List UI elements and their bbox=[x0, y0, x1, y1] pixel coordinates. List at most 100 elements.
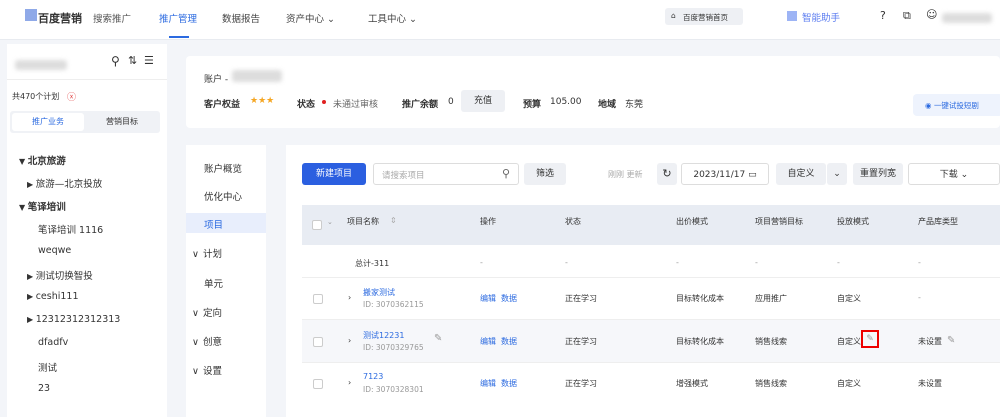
caret-down-icon: ▼ bbox=[19, 157, 28, 166]
home-icon: ⌂ bbox=[671, 11, 676, 20]
link-icon[interactable]: ⧉ bbox=[903, 9, 911, 22]
row-checkbox[interactable] bbox=[313, 337, 323, 347]
nav-assets[interactable]: 资产中心 ⌄ bbox=[286, 14, 335, 25]
nav-reports[interactable]: 数据报告 bbox=[222, 14, 261, 25]
nav-promotion[interactable]: 推广管理 bbox=[159, 14, 198, 25]
recharge-button[interactable]: 充值 bbox=[461, 90, 505, 112]
data-link[interactable]: 数据 bbox=[501, 379, 517, 388]
column-header[interactable]: 投放模式 bbox=[837, 217, 869, 226]
rights-label: 客户权益 bbox=[204, 100, 241, 110]
tree-item[interactable]: ▶ 12312312312313 bbox=[27, 314, 121, 325]
select-all-checkbox[interactable] bbox=[312, 220, 322, 230]
subnav-item[interactable]: ∨计划 bbox=[192, 249, 222, 260]
expand-icon[interactable]: › bbox=[348, 293, 352, 302]
column-header[interactable]: 状态 bbox=[565, 217, 581, 226]
edit-link[interactable]: 编辑 bbox=[480, 337, 496, 346]
download-button[interactable]: 下载 ⌄ bbox=[908, 163, 1000, 185]
tree-item[interactable]: ▼ 北京旅游 bbox=[19, 156, 66, 167]
data-link[interactable]: 数据 bbox=[501, 337, 517, 346]
date-picker[interactable]: 2023/11/17 ▭ bbox=[681, 163, 769, 185]
row-checkbox[interactable] bbox=[313, 294, 323, 304]
caret-right-icon: ▶ bbox=[27, 315, 36, 324]
edit-mode-icon[interactable]: ✎ bbox=[861, 330, 879, 348]
total-cell: 总计-311 bbox=[355, 259, 390, 268]
data-link[interactable]: 数据 bbox=[501, 294, 517, 303]
search-input[interactable]: 请搜索项目 ⚲ bbox=[373, 163, 519, 185]
region-label: 地域 bbox=[598, 100, 617, 110]
row-hover-bg bbox=[302, 320, 1000, 362]
edit-lib-icon[interactable]: ✎ bbox=[947, 335, 956, 346]
tab-business[interactable]: 推广业务 bbox=[12, 113, 84, 131]
edit-link[interactable]: 编辑 bbox=[480, 379, 496, 388]
subnav-item[interactable]: 项目 bbox=[186, 213, 266, 233]
user-icon[interactable]: ☺ bbox=[926, 8, 938, 21]
column-header[interactable]: 出价模式 bbox=[676, 217, 708, 226]
list-icon[interactable]: ☰ bbox=[144, 54, 154, 67]
chevron-down-icon: ∨ bbox=[192, 337, 199, 348]
subnav-item[interactable]: ∨定向 bbox=[192, 308, 222, 319]
project-name-link[interactable]: 搬家测试 bbox=[363, 288, 395, 297]
mode-cell: 自定义 bbox=[837, 379, 861, 388]
refresh-icon[interactable]: ↻ bbox=[657, 163, 677, 185]
calendar-icon: ▭ bbox=[748, 170, 757, 180]
subnav-item[interactable]: 单元 bbox=[204, 279, 224, 290]
tree-item[interactable]: ▼ 笔译培训 bbox=[19, 202, 66, 213]
chevron-down-icon: ∨ bbox=[192, 366, 199, 377]
sort-icon[interactable]: ⇕ bbox=[390, 216, 397, 225]
column-header[interactable]: 操作 bbox=[480, 217, 496, 226]
home-button[interactable]: ⌂百度营销首页 bbox=[665, 8, 743, 25]
goal-cell: 应用推广 bbox=[755, 294, 787, 303]
column-header[interactable]: 项目名称 bbox=[347, 217, 379, 226]
total-cell: - bbox=[676, 258, 679, 267]
search-placeholder: 请搜索项目 bbox=[382, 171, 425, 181]
column-header[interactable]: 项目营销目标 bbox=[755, 217, 803, 226]
new-project-button[interactable]: 新建项目 bbox=[302, 163, 366, 185]
project-id: ID: 3070329765 bbox=[363, 343, 424, 352]
total-cell: - bbox=[755, 258, 758, 267]
row-checkbox[interactable] bbox=[313, 379, 323, 389]
nav-tools[interactable]: 工具中心 ⌄ bbox=[368, 14, 417, 25]
tree-item[interactable]: 笔译培训 1116 bbox=[38, 225, 104, 236]
subnav-item[interactable]: 优化中心 bbox=[204, 192, 243, 203]
chevron-down-icon: ∨ bbox=[192, 308, 199, 319]
filter-button[interactable]: 筛选 bbox=[524, 163, 566, 185]
assistant-link[interactable]: 智能助手 bbox=[802, 13, 841, 24]
column-header[interactable]: 产品库类型 bbox=[918, 217, 958, 226]
tab-marketing-goal[interactable]: 营销目标 bbox=[106, 117, 138, 126]
project-name-link[interactable]: 测试12231 bbox=[363, 331, 405, 340]
caret-right-icon: ▶ bbox=[27, 272, 36, 281]
expand-icon[interactable]: › bbox=[348, 378, 352, 387]
expand-icon[interactable]: › bbox=[348, 336, 352, 345]
subnav-item[interactable]: ∨创意 bbox=[192, 337, 222, 348]
tree-item[interactable]: ▶ 旅游—北京投放 bbox=[27, 179, 103, 190]
tree-item[interactable]: weqwe bbox=[38, 245, 72, 256]
chevron-down-icon[interactable]: ⌄ bbox=[827, 163, 847, 185]
table-header bbox=[302, 205, 1000, 245]
info-icon[interactable]: ⓧ bbox=[67, 93, 77, 103]
quick-trial-button[interactable]: ◉ 一键试投短剧 bbox=[913, 94, 1000, 116]
tree-item[interactable]: ▶ 测试切换智投 bbox=[27, 271, 93, 282]
tree-item[interactable]: ▶ ceshi111 bbox=[27, 291, 79, 302]
custom-select[interactable]: 自定义 bbox=[776, 163, 826, 185]
subnav-item[interactable]: 账户概览 bbox=[204, 164, 243, 175]
tree-item[interactable]: 23 bbox=[38, 383, 51, 394]
tree-item[interactable]: 测试 bbox=[38, 363, 58, 374]
edit-icon[interactable]: ✎ bbox=[434, 333, 443, 344]
top-nav: 百度营销 搜索推广 推广管理 数据报告 资产中心 ⌄ 工具中心 ⌄ ⌂百度营销首… bbox=[0, 0, 1000, 40]
account-name-blurred bbox=[15, 60, 67, 70]
chevron-down-icon: ∨ bbox=[192, 249, 199, 260]
status-cell: 正在学习 bbox=[565, 379, 597, 388]
subnav-item[interactable]: ∨设置 bbox=[192, 366, 222, 377]
lib-cell: 未设置 bbox=[918, 379, 942, 388]
reset-columns-button[interactable]: 重置列宽 bbox=[853, 163, 903, 185]
project-id: ID: 3070362115 bbox=[363, 300, 424, 309]
help-icon[interactable]: ? bbox=[880, 9, 886, 22]
edit-link[interactable]: 编辑 bbox=[480, 294, 496, 303]
project-name-link[interactable]: 7123 bbox=[363, 372, 384, 381]
account-id-blurred bbox=[232, 70, 282, 82]
mode-cell: 自定义 bbox=[837, 337, 861, 346]
tree-item[interactable]: dfadfv bbox=[38, 337, 69, 348]
sort-icon[interactable]: ⇅ bbox=[128, 54, 138, 67]
search-icon[interactable]: ⚲ bbox=[111, 54, 120, 68]
goal-cell: 销售线索 bbox=[755, 337, 787, 346]
